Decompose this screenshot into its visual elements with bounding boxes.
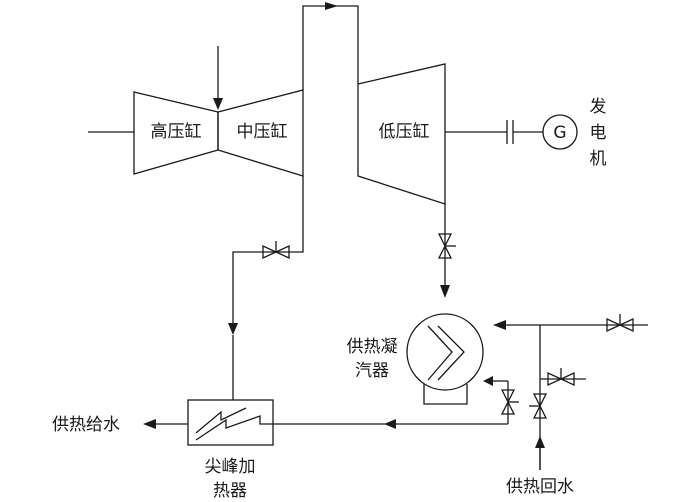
lp-exhaust-line <box>437 204 456 298</box>
condenser-hotwell <box>423 384 468 405</box>
condenser-inlet-arrow <box>493 320 506 330</box>
condenser-label-2: 汽器 <box>355 361 389 381</box>
heating-condenser <box>406 313 484 405</box>
peak-heater <box>143 399 274 446</box>
return-water-network <box>273 314 648 470</box>
peak-heater-shell <box>187 399 274 446</box>
generator-symbol-label: G <box>553 123 566 143</box>
main-steam-arrow <box>213 98 223 110</box>
peak-heater-label-2: 热器 <box>213 481 247 501</box>
extraction-arrow <box>228 323 238 335</box>
crossover-arrow <box>325 2 338 10</box>
condenser-outlet-arrow <box>483 376 493 386</box>
steam-turbine <box>88 2 578 205</box>
generator-label-1: 发 <box>590 97 607 117</box>
lp-cylinder-label: 低压缸 <box>379 121 430 142</box>
extraction-pipe <box>232 176 304 330</box>
condenser-shell <box>406 313 484 391</box>
condenser-tube-bundle-icon <box>437 325 465 381</box>
labels: 高压缸 中压缸 低压缸 G 发 电 机 供热凝 汽器 尖峰加 热器 供热给水 供… <box>52 97 607 501</box>
condenser-tube-bundle-inner-icon <box>427 325 453 381</box>
supply-water-label: 供热给水 <box>52 415 120 435</box>
generator-symbol <box>542 114 578 150</box>
generator-label-2: 电 <box>590 123 607 143</box>
peak-heater-coil-icon <box>195 407 247 434</box>
supply-water-arrow <box>143 419 156 429</box>
peak-heater-label-1: 尖峰加 <box>205 457 256 477</box>
peak-heater-coil-lower-icon <box>195 415 273 441</box>
lp-exhaust-arrow <box>440 285 450 298</box>
ip-cylinder-label: 中压缸 <box>237 121 288 142</box>
generator-label-3: 机 <box>590 149 607 169</box>
return-water-arrow <box>535 436 545 448</box>
return-water-label: 供热回水 <box>506 477 574 497</box>
crossover-pipe <box>302 5 359 90</box>
condenser-label-1: 供热凝 <box>347 337 398 357</box>
heater-feed-arrow <box>384 419 396 429</box>
hp-cylinder-label: 高压缸 <box>151 121 202 142</box>
extraction-steam-line <box>228 176 304 400</box>
